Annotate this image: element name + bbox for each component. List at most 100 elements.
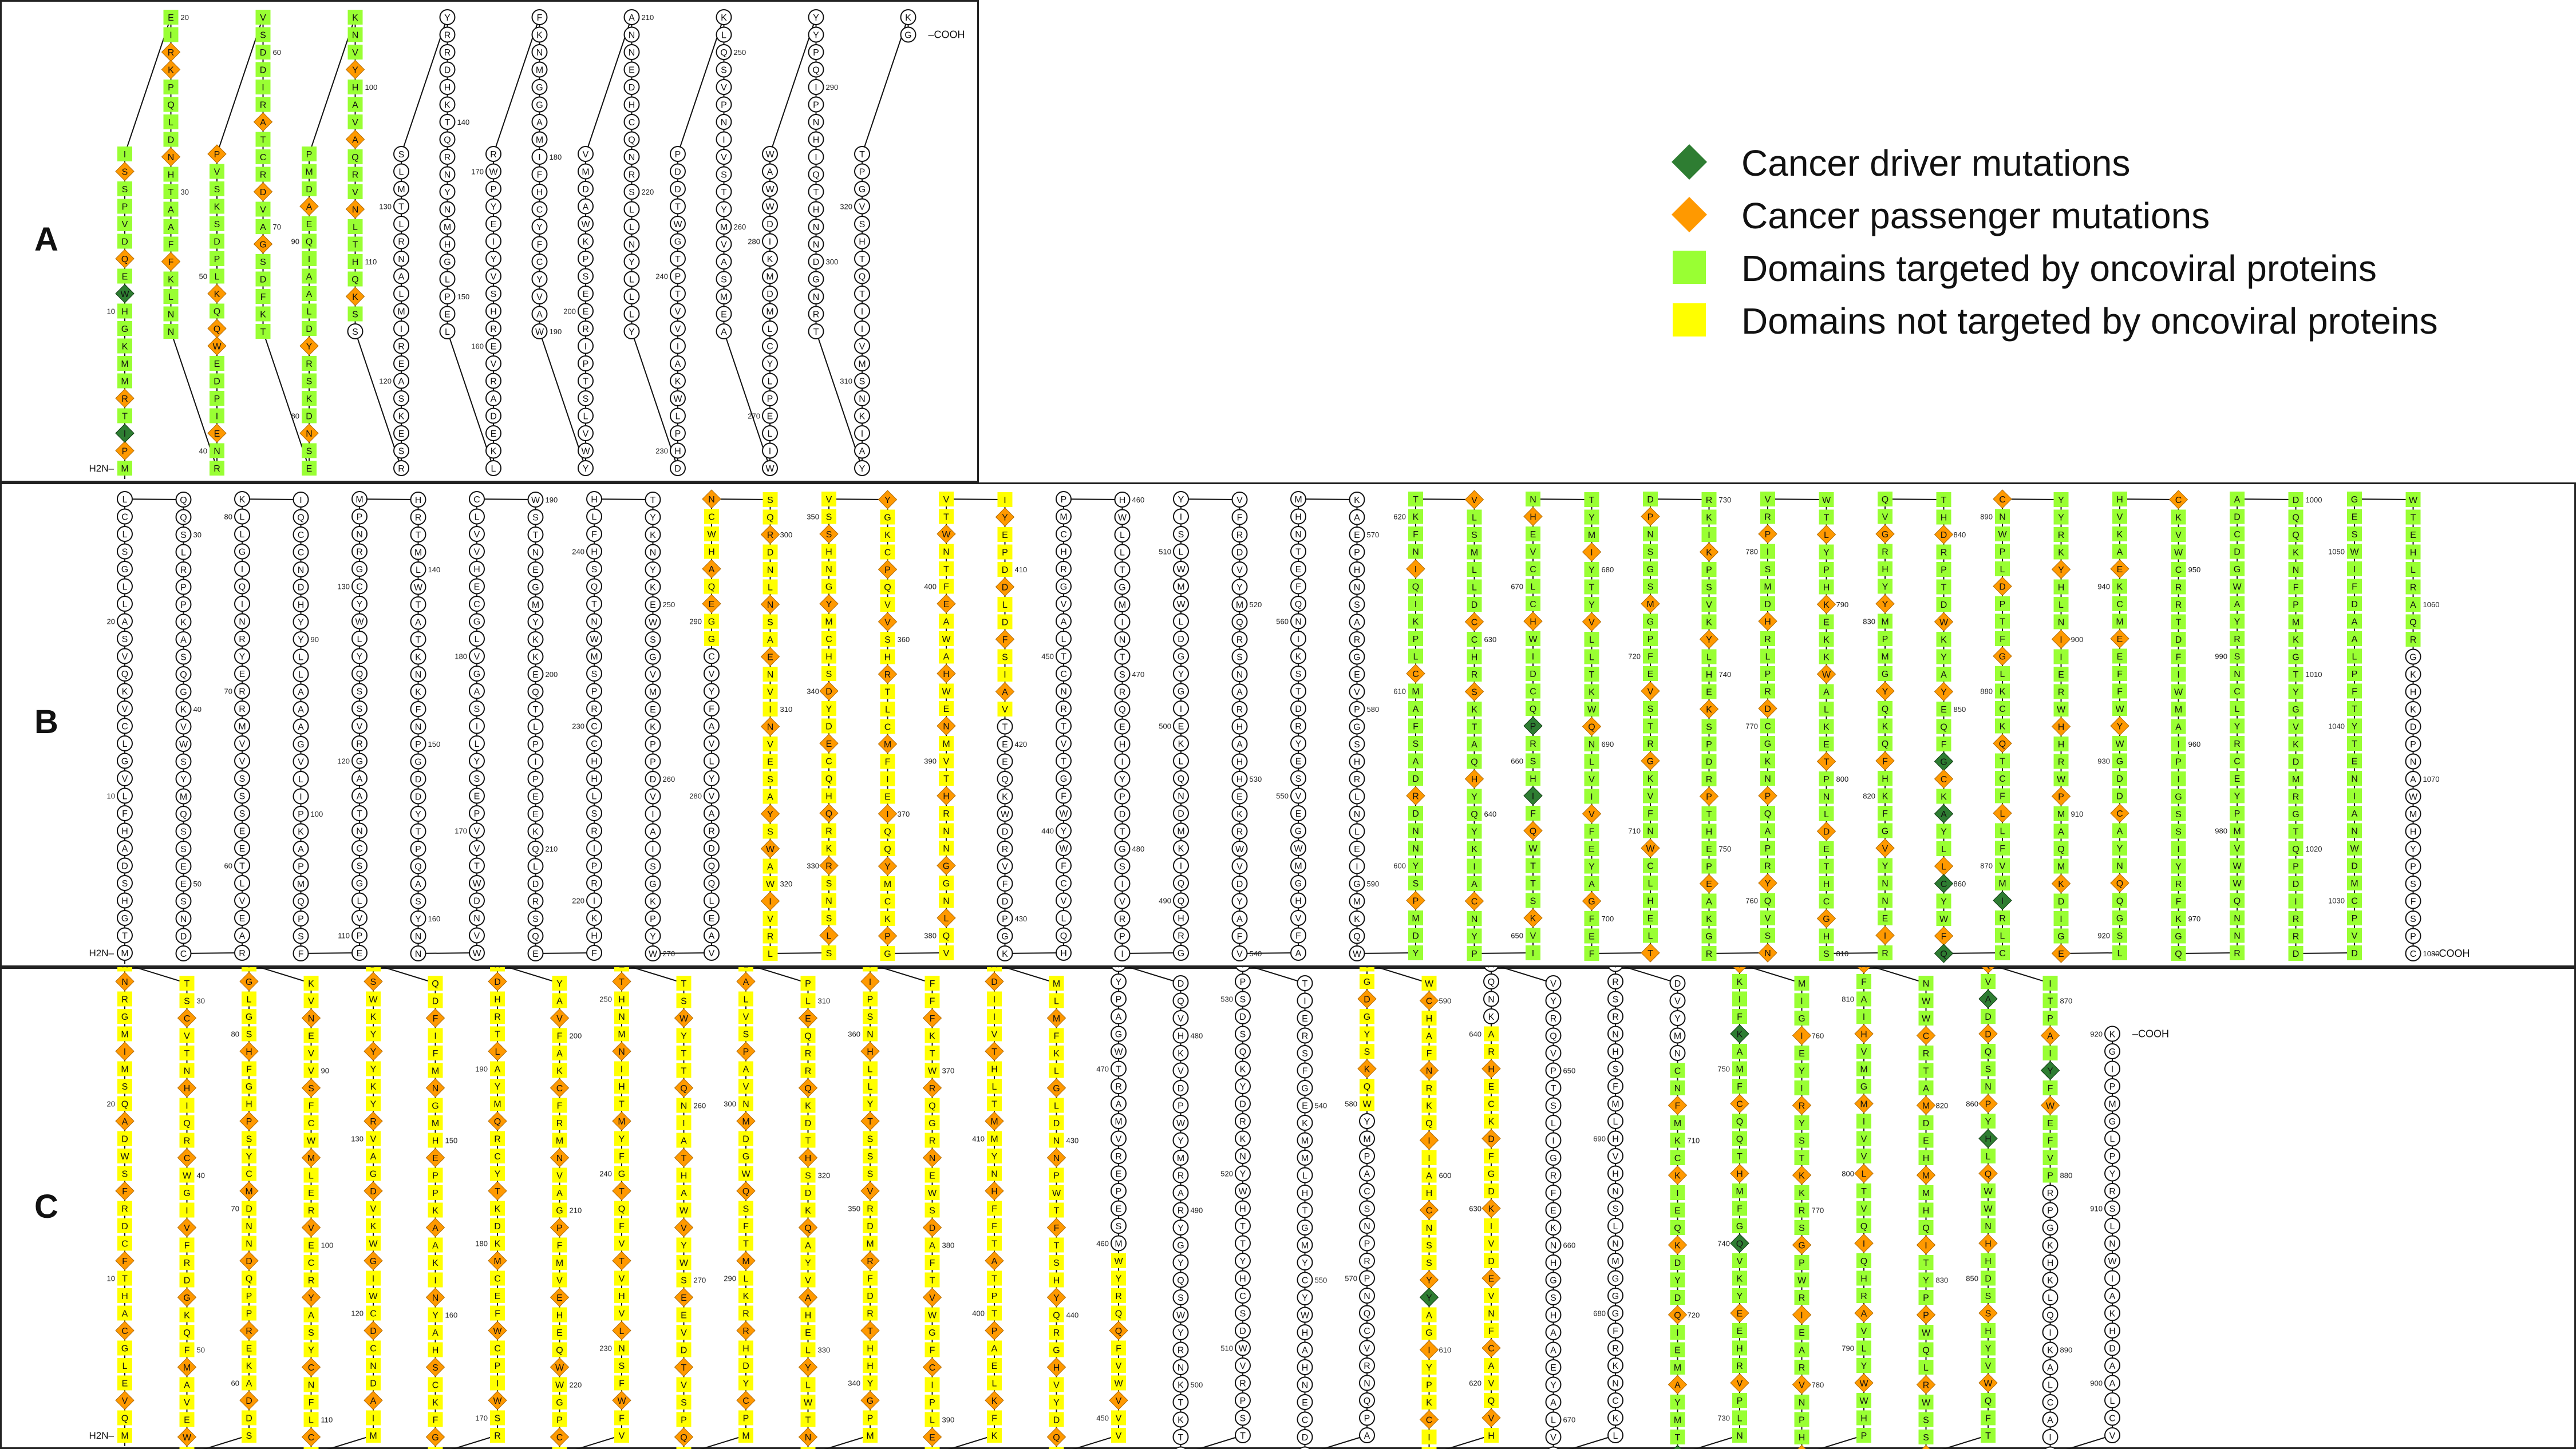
residue-176: G — [531, 79, 548, 95]
residue-156: D — [485, 407, 501, 424]
residue-142: D — [428, 993, 443, 1008]
svg-text:E: E — [1178, 722, 1184, 732]
svg-text:E: E — [709, 914, 715, 924]
residue-758: S — [1760, 928, 1775, 943]
residue-216: E — [527, 945, 544, 961]
residue-513: Y — [1173, 491, 1189, 507]
svg-text:M: M — [532, 600, 539, 610]
residue-565: R — [1359, 1357, 1375, 1373]
position-tick-label: 90 — [311, 635, 319, 644]
svg-text:Y: Y — [583, 464, 589, 474]
svg-text:N: N — [767, 565, 774, 575]
residue-324: L — [762, 946, 778, 961]
svg-text:D: D — [708, 844, 715, 854]
svg-text:Y: Y — [357, 652, 363, 662]
residue-398: A — [987, 1340, 1002, 1356]
residue-419: D — [985, 972, 1004, 991]
residue-371: Q — [880, 824, 895, 839]
svg-text:D: D — [813, 258, 820, 267]
residue-800: L — [1854, 1163, 1874, 1183]
residue-745: T — [1732, 1149, 1747, 1163]
svg-text:W: W — [942, 635, 951, 644]
position-tick-label: 890 — [1980, 513, 1993, 521]
residue-854: W — [1981, 1201, 1996, 1216]
residue-89: Y — [293, 613, 309, 630]
residue-328: N — [821, 893, 836, 908]
svg-text:M: M — [121, 949, 128, 959]
svg-text:T: T — [1530, 879, 1536, 889]
residue-126: A — [393, 268, 409, 284]
svg-text:M: M — [121, 377, 128, 387]
residue-304: N — [760, 595, 780, 614]
svg-text:Y: Y — [298, 635, 304, 645]
svg-text:S: S — [122, 548, 128, 557]
residue-92: F — [303, 1098, 319, 1113]
position-tick-label: 170 — [455, 827, 467, 836]
residue-68: N — [242, 1236, 256, 1251]
residue-1016: M — [2288, 771, 2304, 786]
position-tick-label: 430 — [1015, 914, 1028, 923]
residue-528: A — [1231, 736, 1248, 752]
residue-402: T — [987, 1270, 1002, 1286]
residue-388: H — [937, 786, 956, 806]
residue-1035: A — [2347, 806, 2362, 821]
residue-562: F — [1290, 578, 1306, 595]
residue-12: E — [117, 268, 132, 284]
position-tick-label: 660 — [1563, 1241, 1576, 1250]
residue-499: N — [1172, 1359, 1189, 1375]
svg-text:C: C — [708, 652, 715, 662]
svg-text:H: H — [298, 600, 305, 610]
residue-282: W — [762, 198, 778, 215]
svg-text:V: V — [239, 897, 246, 906]
svg-text:D: D — [1178, 635, 1184, 644]
svg-text:M: M — [720, 223, 728, 232]
residue-570: E — [1349, 526, 1365, 543]
svg-text:R: R — [1236, 530, 1243, 540]
residue-730: R — [1701, 492, 1717, 507]
position-tick-label: 90 — [321, 1067, 329, 1075]
svg-text:V: V — [943, 495, 950, 505]
svg-text:W: W — [673, 394, 682, 404]
residue-330: L — [800, 1342, 816, 1357]
residue-521: N — [1235, 1148, 1251, 1164]
residue-517: T — [1235, 1218, 1251, 1234]
position-tick-label: 870 — [1980, 862, 1993, 870]
residue-831: Y — [1875, 594, 1895, 613]
residue-641: K — [1483, 1008, 1499, 1024]
svg-text:G: G — [1647, 757, 1654, 767]
residue-797: Q — [1856, 1218, 1871, 1233]
svg-text:T: T — [1589, 670, 1595, 680]
residue-966: I — [2171, 841, 2186, 856]
residue-795: A — [1819, 684, 1834, 699]
svg-text:Y: Y — [813, 31, 819, 41]
residue-860: P — [1978, 1094, 1998, 1114]
residue-671: V — [1545, 1429, 1562, 1445]
residue-96: K — [347, 10, 363, 25]
svg-text:L: L — [592, 792, 597, 802]
residue-515: Y — [1235, 1253, 1251, 1269]
residue-616: W — [1421, 1447, 1437, 1449]
residue-284: A — [704, 718, 720, 734]
residue-117: T — [351, 805, 368, 821]
svg-text:I: I — [1532, 792, 1534, 802]
svg-text:F: F — [537, 171, 543, 180]
residue-4: H — [117, 892, 133, 909]
residue-194: H — [490, 991, 505, 1007]
residue-312: V — [762, 737, 778, 751]
residue-479: T — [1114, 823, 1131, 840]
svg-text:Q: Q — [167, 101, 174, 110]
residue-22: M — [117, 1061, 132, 1076]
residue-181: D — [490, 1218, 505, 1233]
svg-text:E: E — [239, 914, 246, 924]
residue-166: I — [485, 233, 501, 250]
residue-682: G — [1607, 1270, 1623, 1286]
residue-433: W — [1049, 1185, 1064, 1200]
residue-341: H — [863, 1358, 878, 1373]
position-tick-label: 470 — [1132, 670, 1145, 679]
svg-text:G: G — [259, 240, 266, 250]
svg-text:E: E — [1589, 845, 1595, 854]
svg-text:A: A — [1354, 618, 1360, 628]
driver-diamond-icon — [1672, 144, 1707, 180]
residue-426: L — [1049, 1063, 1064, 1078]
residue-564: N — [1359, 1375, 1375, 1391]
